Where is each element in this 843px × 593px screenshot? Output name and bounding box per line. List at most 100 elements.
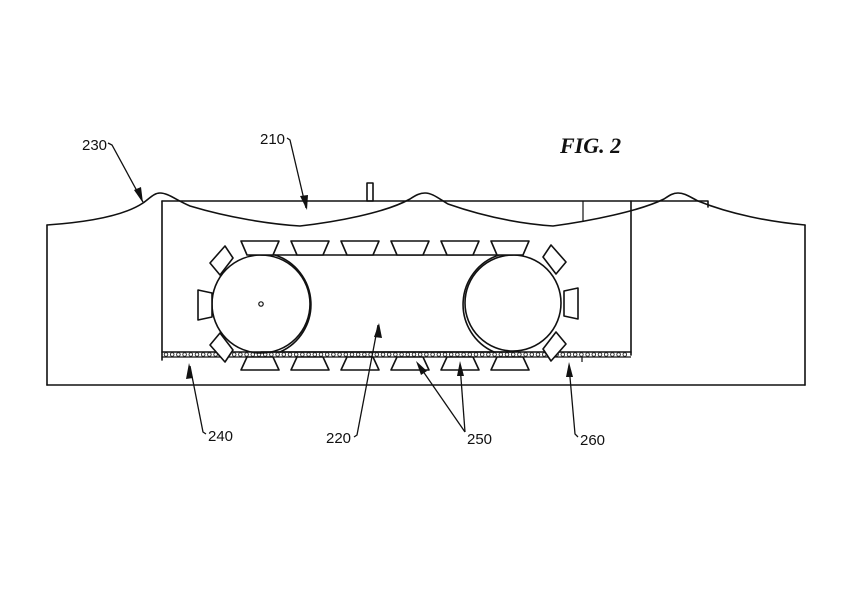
left-wheel-axle-icon <box>258 301 264 307</box>
leader-230 <box>107 142 144 203</box>
arrow-icon <box>374 323 382 338</box>
track-pad <box>390 240 430 256</box>
perforation-dot <box>622 352 628 357</box>
leader-240 <box>189 365 207 435</box>
perforation-dot <box>572 352 578 357</box>
label-260: 260 <box>580 432 605 449</box>
track-pad <box>563 287 579 320</box>
perforation-dot <box>535 352 541 357</box>
track-pad <box>197 289 213 321</box>
perforation-dot <box>331 352 336 357</box>
perforation-dot <box>393 352 398 357</box>
label-220: 220 <box>326 430 351 447</box>
leader-260 <box>568 365 579 438</box>
perforation-dot <box>610 352 615 357</box>
perforation-dot <box>455 352 460 357</box>
track-pad <box>290 240 330 256</box>
track-pad <box>209 332 234 363</box>
perforation-dot <box>603 352 609 357</box>
perforation-dot <box>492 352 497 357</box>
perforation-dot <box>337 352 342 357</box>
perforation-dot <box>374 352 380 357</box>
left-wheel <box>211 254 311 354</box>
track-pad <box>340 240 380 256</box>
arrow-icon <box>186 363 193 379</box>
wave-surface <box>46 192 806 227</box>
leader-210 <box>286 137 307 209</box>
perforation-dot <box>244 352 249 357</box>
perforation-dot <box>504 352 510 357</box>
perforation-dot <box>399 352 404 357</box>
perforation-dot <box>585 352 590 357</box>
figure-title: FIG. 2 <box>559 133 621 158</box>
label-230: 230 <box>82 137 107 154</box>
track-pad <box>490 356 530 371</box>
left-wheel-outer-arc <box>274 254 312 353</box>
perforation-dot <box>510 352 516 357</box>
outer-housing <box>46 192 806 386</box>
perforation-dot <box>287 352 293 357</box>
leader-250-a <box>417 363 466 433</box>
perforation-dot <box>448 352 454 357</box>
track-pad <box>340 356 380 371</box>
perforation-dot <box>269 352 274 357</box>
perforation-dot <box>467 352 473 357</box>
perforation-dot <box>486 352 491 357</box>
perforation-dot <box>362 352 367 357</box>
perforation-dot <box>343 352 349 357</box>
perforation-dot <box>163 352 169 357</box>
arrow-icon <box>416 361 427 375</box>
perforation-dot <box>312 352 318 357</box>
perforation-dot <box>207 352 212 357</box>
perforation-dot <box>293 352 299 357</box>
arrow-icon <box>566 362 573 377</box>
perforation-dot <box>560 352 566 357</box>
perforation-dot <box>436 352 442 357</box>
perforation-dot <box>194 352 200 357</box>
track-pad <box>490 240 530 256</box>
inner-box-top <box>161 200 709 208</box>
perforation-dot <box>169 352 175 357</box>
track-pad <box>240 240 280 256</box>
perforation-dot <box>349 352 355 357</box>
perforation-dot <box>473 352 479 357</box>
label-210: 210 <box>260 131 285 148</box>
right-wheel-outer-arc <box>462 254 500 353</box>
perforation-dot <box>523 352 528 357</box>
arrow-icon <box>134 187 143 203</box>
perforation-dot <box>616 352 621 357</box>
right-wheel <box>464 254 562 352</box>
perforation-dot <box>597 352 603 357</box>
arrow-icon <box>457 361 464 376</box>
top-pin <box>366 182 374 202</box>
leader-220 <box>353 324 379 438</box>
perforation-dot <box>461 352 466 357</box>
track-pad <box>209 245 234 276</box>
perforation-dot <box>517 352 522 357</box>
perforation-dot <box>566 352 572 357</box>
perforation-dot <box>318 352 324 357</box>
perforation-dot <box>231 352 237 357</box>
perforation-dot <box>324 352 330 357</box>
perforation-dot <box>417 352 423 357</box>
perforation-dot <box>405 352 411 357</box>
perforation-dot <box>424 352 429 357</box>
label-250: 250 <box>467 431 492 448</box>
perforation-dot <box>275 352 280 357</box>
perforation-dot <box>442 352 448 357</box>
perforation-dot <box>411 352 417 357</box>
perforation-dot <box>200 352 206 357</box>
track-belt <box>211 254 562 354</box>
label-240: 240 <box>208 428 233 445</box>
arrow-icon <box>300 195 308 210</box>
track-pad <box>440 240 480 256</box>
perforation-dot <box>430 352 435 357</box>
perforation-dot <box>380 352 386 357</box>
perforation-dot <box>529 352 535 357</box>
leader-250-b <box>459 364 466 433</box>
track-pad <box>542 244 567 275</box>
perforation-dot <box>579 352 584 357</box>
track-pad <box>240 356 280 371</box>
reference-labels: 230 210 220 240 250 260 <box>82 131 605 449</box>
